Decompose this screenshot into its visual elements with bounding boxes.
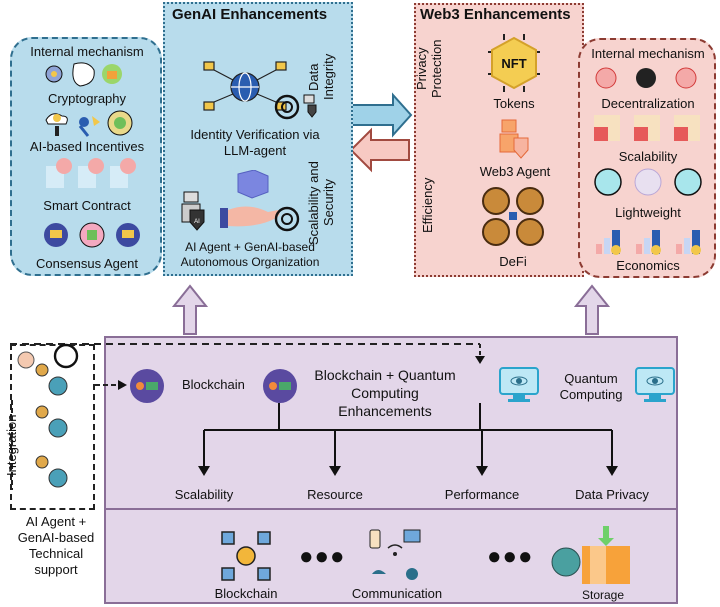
hand-cube-icon: [220, 170, 280, 228]
nft-text: NFT: [501, 56, 526, 71]
bqc-title-line3: Enhancements: [338, 403, 432, 419]
web3-item-defi: DeFi: [499, 254, 527, 269]
genai-item-identity-line2: LLM-agent: [223, 143, 287, 158]
bottom-item-blockchain: Blockchain: [214, 586, 278, 601]
ai-robot-icon: AI: [181, 191, 205, 231]
lightweight-feather-icons: [594, 168, 702, 196]
storage-box-icon: [551, 526, 630, 584]
bqc-title-line2: Computing: [351, 385, 419, 401]
genai-enhancements-panel: [163, 2, 353, 276]
arrow-genai-to-web3: [350, 92, 413, 138]
tech-support-caption-line4: support: [34, 562, 78, 577]
web3-internal-title: Internal mechanism: [591, 46, 705, 61]
web3-item-web3-agent: Web3 Agent: [479, 164, 551, 179]
genai-internal-item-consensus-agent: Consensus Agent: [36, 256, 138, 271]
bottom-item-storage: Storage: [581, 588, 625, 602]
bqc-divider: [104, 508, 678, 510]
economics-chart-icons: [596, 230, 701, 255]
tech-support-caption-line1: AI Agent +: [25, 514, 87, 529]
outcome-performance: Performance: [444, 487, 520, 502]
tech-support-caption: AI Agent + GenAI-based Technical support: [10, 514, 102, 578]
web3-internal-item-lightweight: Lightweight: [615, 205, 681, 220]
scalability-icons: [594, 115, 700, 141]
web3-title: Web3 Enhancements: [420, 6, 571, 23]
incentives-icons: [45, 110, 133, 137]
bottom-item-communication: Communication: [351, 586, 443, 601]
decentralization-icons: [595, 67, 697, 89]
web3-internal-item-scalability: Scalability: [618, 149, 678, 164]
consensus-agent-icons: [44, 222, 140, 248]
blockchain-chip-icon: [130, 369, 164, 403]
genai-internal-item-cryptography: Cryptography: [47, 91, 127, 106]
genai-item-autonomous-line2: Autonomous Organization: [180, 255, 320, 269]
bqc-title: Blockchain + Quantum Computing Enhanceme…: [305, 366, 465, 420]
ellipsis-2: ●●●: [487, 543, 534, 570]
gears-ai-icons: [17, 343, 79, 488]
outcome-data-privacy: Data Privacy: [575, 487, 649, 502]
genai-title: GenAI Enhancements: [172, 6, 328, 23]
web3-item-tokens: Tokens: [493, 96, 535, 111]
blockchain-chip-icon-2: [263, 369, 297, 403]
quantum-label-line1: Quantum: [564, 371, 618, 386]
ellipsis-1: ●●●: [299, 543, 346, 570]
tech-support-caption-line2: GenAI-based: [17, 530, 95, 545]
nft-token-icon: NFT: [488, 34, 540, 92]
genai-item-autonomous-line1: AI Agent + GenAI-based: [185, 240, 315, 254]
openai-logo-icon: [274, 94, 300, 120]
genai-item-identity-line1: Identity Verification via: [190, 127, 320, 142]
communication-network-icon: [369, 529, 421, 580]
openai-logo-icon-2: [274, 206, 300, 232]
robot-shield-icon: [303, 94, 317, 118]
quantum-computing-label: Quantum Computing: [556, 371, 626, 403]
web3-internal-item-decentralization: Decentralization: [601, 96, 695, 111]
genai-internal-title: Internal mechanism: [30, 44, 144, 59]
tech-support-caption-line3: Technical: [28, 546, 84, 561]
bqc-title-line1: Blockchain + Quantum: [314, 367, 456, 383]
genai-internal-item-smart-contract: Smart Contract: [43, 198, 131, 213]
outcome-scalability: Scalability: [174, 487, 234, 502]
cryptography-icons: [45, 62, 122, 87]
quantum-monitor-icon-2: [635, 367, 675, 402]
network-globe-icon: [203, 61, 287, 111]
outcome-resource: Resource: [307, 487, 363, 502]
svg-text:AI: AI: [194, 219, 200, 225]
technical-support-box: [10, 344, 95, 510]
quantum-label-line2: Computing: [559, 387, 623, 402]
arrow-web3-to-genai: [349, 127, 410, 173]
smart-contract-icons: [46, 158, 136, 188]
genai-internal-item-ai-incentives: AI-based Incentives: [29, 139, 145, 154]
arrow-bqc-to-web3: [573, 284, 611, 335]
arrow-bqc-to-genai: [171, 284, 209, 335]
web3-agent-robot-icon: [499, 119, 529, 159]
bqc-blockchain-label: Blockchain: [182, 377, 245, 392]
quantum-monitor-icon: [499, 367, 539, 402]
web3-internal-item-economics: Economics: [616, 258, 680, 273]
blockchain-network-icon: [221, 531, 271, 581]
defi-coins-icon: [482, 187, 544, 246]
